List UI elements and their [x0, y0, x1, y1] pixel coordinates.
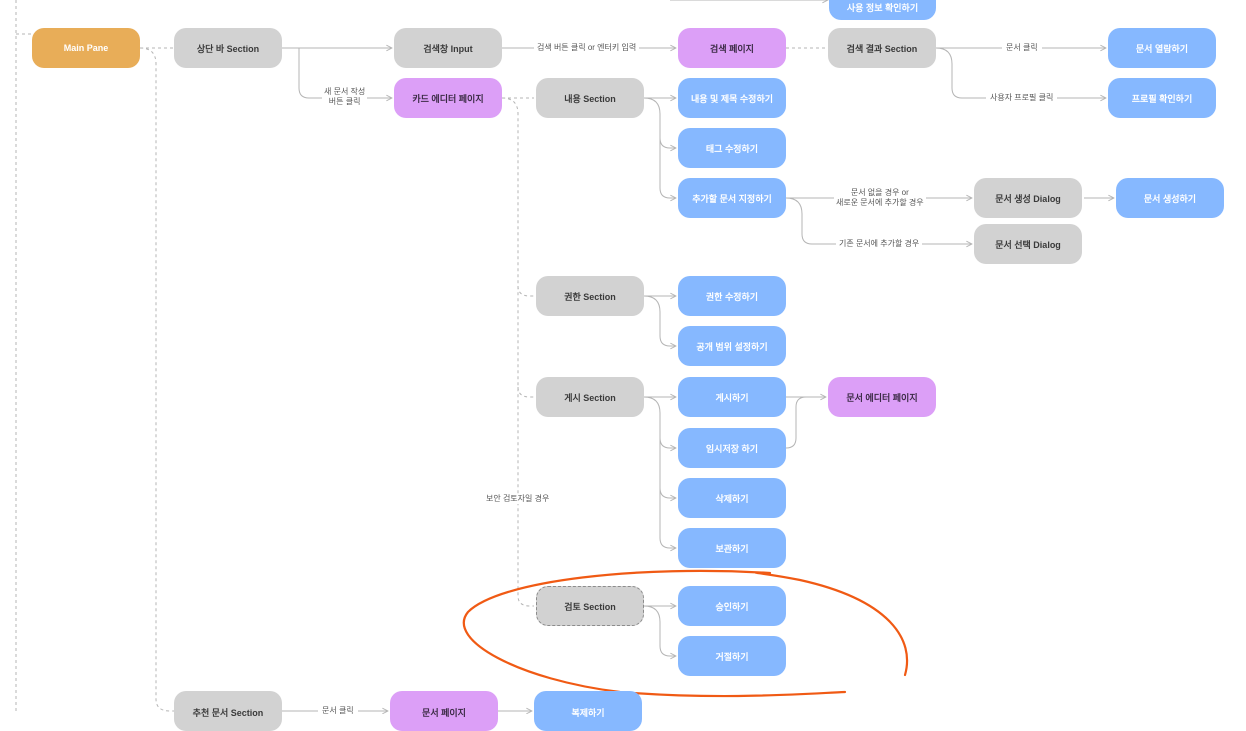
post-section-node[interactable]: 게시 Section: [536, 377, 644, 417]
assign-doc-node[interactable]: 추가할 문서 지정하기: [678, 178, 786, 218]
review-highlight-ring: [462, 569, 909, 698]
edge-label-security-reviewer: 보안 검토자일 경우: [484, 494, 552, 504]
post-node[interactable]: 게시하기: [678, 377, 786, 417]
edge-label-new-doc-line2: 버튼 클릭: [328, 97, 361, 106]
flow-diagram: 사용 정보 확인하기 Main Pane 상단 바 Section 검색창 In…: [15, 0, 1246, 731]
edge-label-no-doc-line2: 새로운 문서에 추가할 경우: [836, 198, 924, 207]
edit-content-title-node[interactable]: 내용 및 제목 수정하기: [678, 78, 786, 118]
doc-select-dialog-node[interactable]: 문서 선택 Dialog: [974, 224, 1082, 264]
edge-profile: [935, 47, 1106, 98]
edit-permission-node[interactable]: 권한 수정하기: [678, 276, 786, 316]
doc-page-node[interactable]: 문서 페이지: [390, 691, 498, 731]
top-partial-node[interactable]: 사용 정보 확인하기: [829, 0, 936, 20]
archive-node[interactable]: 보관하기: [678, 528, 786, 568]
edge-label-doc-click: 문서 클릭: [1002, 43, 1042, 53]
edge-label-profile-click: 사용자 프로필 클릭: [986, 93, 1058, 103]
doc-editor-page-node[interactable]: 문서 에디터 페이지: [828, 377, 936, 417]
content-section-node[interactable]: 내용 Section: [536, 78, 644, 118]
edge-label-no-doc-line1: 문서 없을 경우 or: [850, 188, 909, 197]
card-editor-page-node[interactable]: 카드 에디터 페이지: [394, 78, 502, 118]
top-bar-section-node[interactable]: 상단 바 Section: [174, 28, 282, 68]
edge-label-new-doc: 새 문서 작성 버튼 클릭: [322, 87, 368, 107]
duplicate-node[interactable]: 복제하기: [534, 691, 642, 731]
doc-create-dialog-node[interactable]: 문서 생성 Dialog: [974, 178, 1082, 218]
search-results-section-node[interactable]: 검색 결과 Section: [828, 28, 936, 68]
set-visibility-node[interactable]: 공개 범위 설정하기: [678, 326, 786, 366]
recommend-section-node[interactable]: 추천 문서 Section: [174, 691, 282, 731]
edge-label-doc-click-bottom: 문서 클릭: [318, 706, 358, 716]
card-editor-trunk: [501, 97, 534, 607]
search-page-node[interactable]: 검색 페이지: [678, 28, 786, 68]
connector-layer: [15, 0, 1246, 714]
permission-section-node[interactable]: 권한 Section: [536, 276, 644, 316]
edge-label-existing-doc: 기존 문서에 추가할 경우: [836, 239, 923, 249]
review-section-node[interactable]: 검토 Section: [536, 586, 644, 626]
profile-view-node[interactable]: 프로필 확인하기: [1108, 78, 1216, 118]
edge-topbar-card: [298, 48, 392, 98]
edge-label-new-doc-line1: 새 문서 작성: [324, 87, 366, 96]
edge-label-search-trigger: 검색 버튼 클릭 or 엔터키 입력: [534, 43, 640, 53]
delete-node[interactable]: 삭제하기: [678, 478, 786, 518]
main-pane-to-recommend: [139, 47, 174, 712]
approve-node[interactable]: 승인하기: [678, 586, 786, 626]
open-doc-node[interactable]: 문서 열람하기: [1108, 28, 1216, 68]
edit-tags-node[interactable]: 태그 수정하기: [678, 128, 786, 168]
search-input-node[interactable]: 검색창 Input: [394, 28, 502, 68]
draft-save-node[interactable]: 임시저장 하기: [678, 428, 786, 468]
main-pane-node[interactable]: Main Pane: [32, 28, 140, 68]
create-doc-node[interactable]: 문서 생성하기: [1116, 178, 1224, 218]
reject-node[interactable]: 거절하기: [678, 636, 786, 676]
edge-label-no-doc: 문서 없을 경우 or 새로운 문서에 추가할 경우: [834, 188, 926, 208]
